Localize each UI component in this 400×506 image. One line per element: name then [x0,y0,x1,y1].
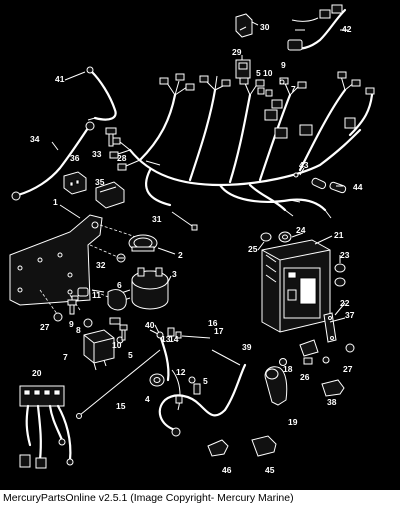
callout-31: 31 [152,214,162,224]
callout-9-top: 9 [281,60,286,70]
callout-27-left: 27 [40,322,50,332]
screw-9 [67,299,77,315]
callout-37: 37 [345,310,355,320]
callout-12: 12 [176,367,186,377]
callout-34: 34 [30,134,40,144]
callout-3: 3 [172,269,177,279]
screw-27-right [322,343,355,364]
callout-19: 19 [288,417,298,427]
screw-32 [116,253,126,263]
grommet-25 [260,232,272,242]
callout-29: 29 [232,47,242,57]
callout-1: 1 [53,197,58,207]
copyright-footer: MercuryPartsOnline v2.5.1 (Image Copyrig… [0,490,400,506]
callout-5-left: 5 [128,350,133,360]
grommet-4 [149,373,165,387]
cable-cluster-40 [149,324,211,382]
callout-9: 9 [69,319,74,329]
callout-22: 22 [340,298,350,308]
callout-10-top: 10 [263,68,273,78]
screw-27-left [53,312,63,322]
connector-45 [251,435,277,457]
callout-labels: 1 2 3 4 5 5 5 6 7 7 8 9 9 10 10 11 12 13… [30,22,363,475]
callout-20: 20 [32,368,42,378]
grommet-23 [334,263,346,287]
callout-2: 2 [178,250,183,260]
callout-38: 38 [327,397,337,407]
callout-40: 40 [145,320,155,330]
callout-41: 41 [55,74,65,84]
ground-strap-22 [323,312,337,343]
callout-7-top: 7 [291,84,296,94]
bolt-5-left [119,324,128,341]
bracket-26 [299,339,319,365]
callout-11: 11 [92,290,101,300]
callout-39: 39 [242,342,252,352]
callout-42: 42 [342,24,352,34]
callout-36: 36 [70,153,80,163]
connector-35 [95,181,125,209]
leader-lines [59,26,346,316]
battery-cable-loop [158,349,247,437]
cable-41 [86,66,117,121]
callout-33: 33 [92,149,102,159]
callout-15: 15 [116,401,126,411]
nut-8 [83,318,93,328]
bolt-33 [105,127,117,147]
mounting-bracket-1 [9,214,146,319]
grommet-24 [278,231,292,243]
callout-32: 32 [96,260,106,270]
exploded-parts-diagram: 1 2 3 4 5 5 5 6 7 7 8 9 9 10 10 11 12 13… [9,4,375,475]
boot-6 [91,289,127,311]
callout-23: 23 [340,250,350,260]
connector-36 [63,171,87,195]
callout-24: 24 [296,225,306,235]
callout-21: 21 [334,230,344,240]
callout-25: 25 [248,244,258,254]
callout-8: 8 [76,325,81,335]
sub-harness-20 [19,385,74,469]
callout-30: 30 [260,22,270,32]
callout-16: 16 [208,318,218,328]
clip-38 [321,379,345,397]
boot-19 [264,366,288,406]
harness-42 [287,4,348,51]
callout-5-top: 5 [256,68,261,78]
connector-46 [207,439,229,457]
ground-cable-34 [11,121,95,201]
callout-35: 35 [95,177,105,187]
cap-43 [293,172,327,190]
cap-44 [329,181,347,194]
callout-14: 14 [169,334,179,344]
callout-5-bottom: 5 [203,376,208,386]
nut-18 [279,358,287,366]
callout-17: 17 [214,326,224,336]
callout-13: 13 [161,334,171,344]
connector-30 [235,13,259,38]
callout-43: 43 [299,160,309,170]
callout-46: 46 [222,465,232,475]
cable-tie-31 [171,211,198,231]
cable-15 [76,349,161,419]
callout-26: 26 [300,372,310,382]
callout-28: 28 [117,153,127,163]
callout-45: 45 [265,465,275,475]
callout-44: 44 [353,182,363,192]
clamp-2 [128,234,158,252]
callout-6: 6 [117,280,122,290]
callout-18: 18 [283,364,293,374]
callout-27-right: 27 [343,364,353,374]
solenoid-3 [117,267,169,310]
spacer-11 [71,287,89,301]
ecm-module-21 [261,239,331,333]
relay-7 [83,329,115,371]
strap-37 [329,317,346,323]
main-wiring-harness [109,71,375,219]
callout-4: 4 [145,394,150,404]
callout-10: 10 [112,340,122,350]
connector-29 [235,59,251,79]
small-parts-top [257,79,285,109]
callout-7: 7 [63,352,68,362]
